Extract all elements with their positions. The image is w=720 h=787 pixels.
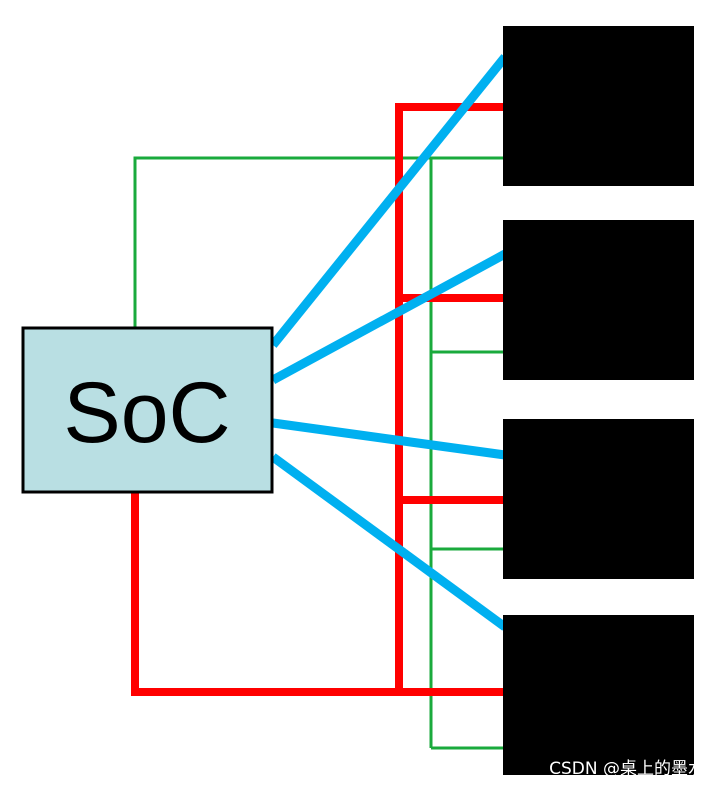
peripheral-chips: [503, 26, 694, 775]
soc-label: SoC: [63, 365, 230, 461]
chip-2: [503, 220, 694, 380]
chip-1: [503, 26, 694, 186]
soc-box: [21, 326, 274, 494]
watermark-text: CSDN @桌上的墨水: [549, 759, 705, 779]
blue-link-chip-1: [269, 54, 509, 348]
red-wire-vertical: [395, 103, 509, 696]
red-wire-bottom: [131, 488, 509, 696]
soc-block: SoC: [21, 326, 274, 494]
chip-4: [503, 615, 694, 775]
green-wire-top: [133, 156, 505, 328]
chip-3: [503, 419, 694, 579]
blue-link-chip-3: [272, 418, 506, 460]
blue-link-chip-4: [270, 453, 508, 631]
blue-link-chip-2: [270, 250, 508, 384]
green-wires: [133, 156, 505, 750]
blue-links: [269, 54, 509, 631]
